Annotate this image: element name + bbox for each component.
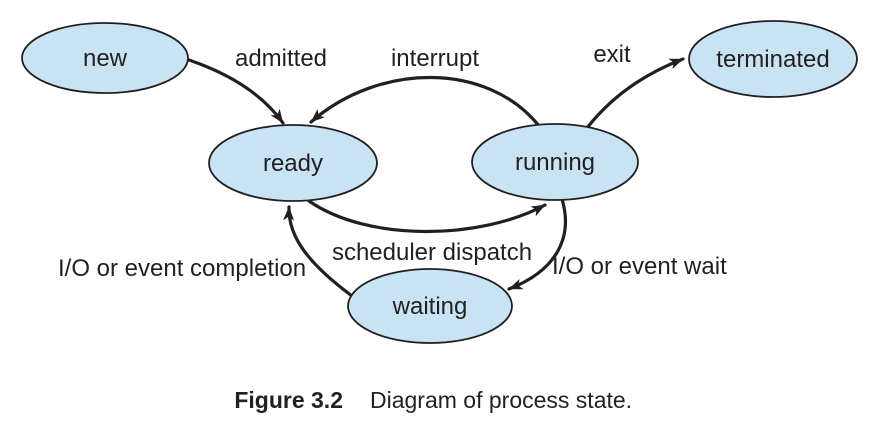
state-label-terminated: terminated (716, 46, 829, 73)
state-label-ready: ready (263, 150, 323, 177)
edge-admitted-arrow (187, 58, 285, 125)
edge-label-scheduler-dispatch: scheduler dispatch (332, 239, 532, 266)
edge-interrupt-arrow (309, 75, 541, 128)
state-node-ready: ready (208, 124, 378, 202)
edge-io-completion-arrow (283, 205, 354, 298)
edge-label-exit: exit (593, 41, 631, 68)
state-label-waiting: waiting (392, 293, 468, 320)
state-node-running: running (471, 123, 639, 201)
state-node-terminated: terminated (688, 20, 858, 98)
state-ellipse-new (21, 22, 189, 94)
figure-caption-number: Figure 3.2 (234, 387, 343, 413)
state-label-new: new (83, 45, 128, 72)
edge-exit-arrow (585, 57, 685, 130)
state-node-waiting: waiting (347, 268, 513, 344)
state-ellipse-running (471, 123, 639, 201)
transition-edges (187, 57, 685, 298)
edge-label-admitted: admitted (235, 45, 327, 72)
edge-scheduler-dispatch-arrow (307, 199, 547, 234)
edge-label-interrupt: interrupt (391, 45, 479, 72)
state-node-new: new (21, 22, 189, 94)
state-ellipse-ready (208, 124, 378, 202)
figure-caption: Figure 3.2 Diagram of process state. (234, 387, 632, 413)
edge-label-io-completion: I/O or event completion (58, 255, 306, 282)
transition-labels: admitted interrupt exit scheduler dispat… (58, 41, 727, 282)
edge-label-io-wait: I/O or event wait (552, 253, 727, 280)
figure-caption-text: Diagram of process state. (370, 387, 632, 413)
state-ellipse-waiting (347, 268, 513, 344)
state-label-running: running (515, 149, 595, 176)
state-ellipse-terminated (688, 20, 858, 98)
edge-io-wait-arrow (507, 197, 567, 291)
